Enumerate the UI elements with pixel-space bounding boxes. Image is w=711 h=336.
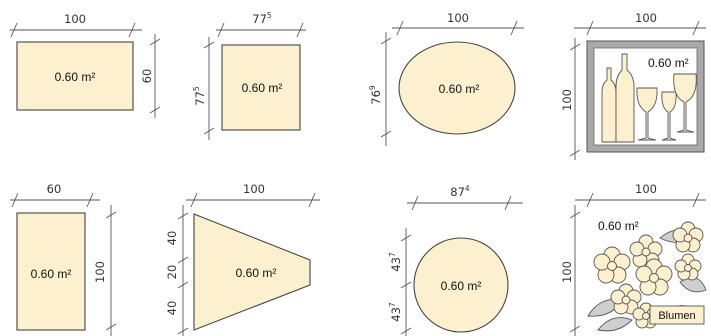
dim-line-height [569, 205, 581, 336]
dim-label-height: 100 [93, 261, 107, 283]
dim-label-height-upper: 437 [388, 252, 403, 272]
dim-line-width [10, 22, 142, 38]
dim-label-height: 100 [560, 89, 574, 111]
dim-line-height [105, 205, 117, 336]
dim-line-height [400, 228, 412, 336]
dim-label-segment-top: 40 [165, 231, 179, 246]
dim-label-width: 100 [447, 11, 469, 25]
shape-portrait-rectangle [16, 212, 86, 331]
wine-glasses-icon [636, 73, 697, 141]
shape-ellipse [398, 41, 516, 135]
dim-line-height [380, 32, 392, 146]
dim-line-width [392, 20, 524, 36]
dim-line-width [216, 22, 306, 38]
dim-label-width: 100 [635, 182, 657, 196]
dim-line-height [149, 34, 161, 118]
dim-line-segments [177, 205, 189, 336]
tile-ellipse: 100 0.60 m² 769 [368, 11, 524, 146]
tile-trapezoid: 100 0.60 m² 40 20 40 [165, 182, 320, 336]
dim-line-width [10, 192, 100, 208]
tile-portrait-rectangle: 60 0.60 m² 100 [10, 182, 117, 336]
area-label: 0.60 m² [598, 219, 639, 233]
dim-label-height: 60 [140, 69, 154, 84]
dim-label-height: 100 [560, 261, 574, 283]
dim-line-width [574, 20, 706, 36]
dim-label-width: 874 [450, 184, 470, 199]
area-label: 0.60 m² [441, 279, 482, 293]
area-label: 0.60 m² [648, 56, 689, 70]
dim-label-width: 100 [64, 12, 86, 26]
flower-label: Blumen [658, 310, 695, 322]
shape-circle [413, 237, 509, 333]
area-label: 0.60 m² [439, 82, 480, 96]
dim-line-height [203, 37, 215, 140]
dim-label-width: 100 [243, 182, 265, 196]
tile-flower-cluster: 100 100 [560, 182, 707, 336]
dim-label-height: 775 [192, 86, 207, 106]
shape-rectangle [16, 41, 134, 111]
wine-bottles-icon [601, 53, 635, 143]
dim-line-width [575, 192, 706, 208]
tile-circle: 874 0.60 m² 437 437 [388, 184, 523, 336]
tile-square: 775 0.60 m² 775 [192, 11, 306, 140]
shape-trapezoid [193, 213, 311, 331]
area-label: 0.60 m² [242, 81, 283, 95]
dim-line-width [186, 192, 320, 208]
dim-line-width [407, 195, 523, 211]
tile-rectangle: 100 0.60 m² 60 [10, 12, 161, 118]
dim-line-height [569, 38, 581, 160]
dim-label-segment-bottom: 40 [165, 301, 179, 316]
label-box [649, 305, 705, 325]
area-label: 0.60 m² [236, 266, 277, 280]
dim-label-width: 775 [252, 11, 272, 26]
dim-label-height: 769 [368, 85, 383, 105]
shape-square [221, 44, 301, 131]
dim-label-width: 60 [47, 182, 62, 196]
area-label: 0.60 m² [31, 267, 72, 281]
area-label: 0.60 m² [55, 70, 96, 84]
tile-framed-picture: 100 0.60 m² 100 [560, 11, 706, 160]
dim-label-height-lower: 437 [388, 302, 403, 322]
dim-label-segment-middle: 20 [165, 265, 179, 280]
dim-label-width: 100 [635, 11, 657, 25]
